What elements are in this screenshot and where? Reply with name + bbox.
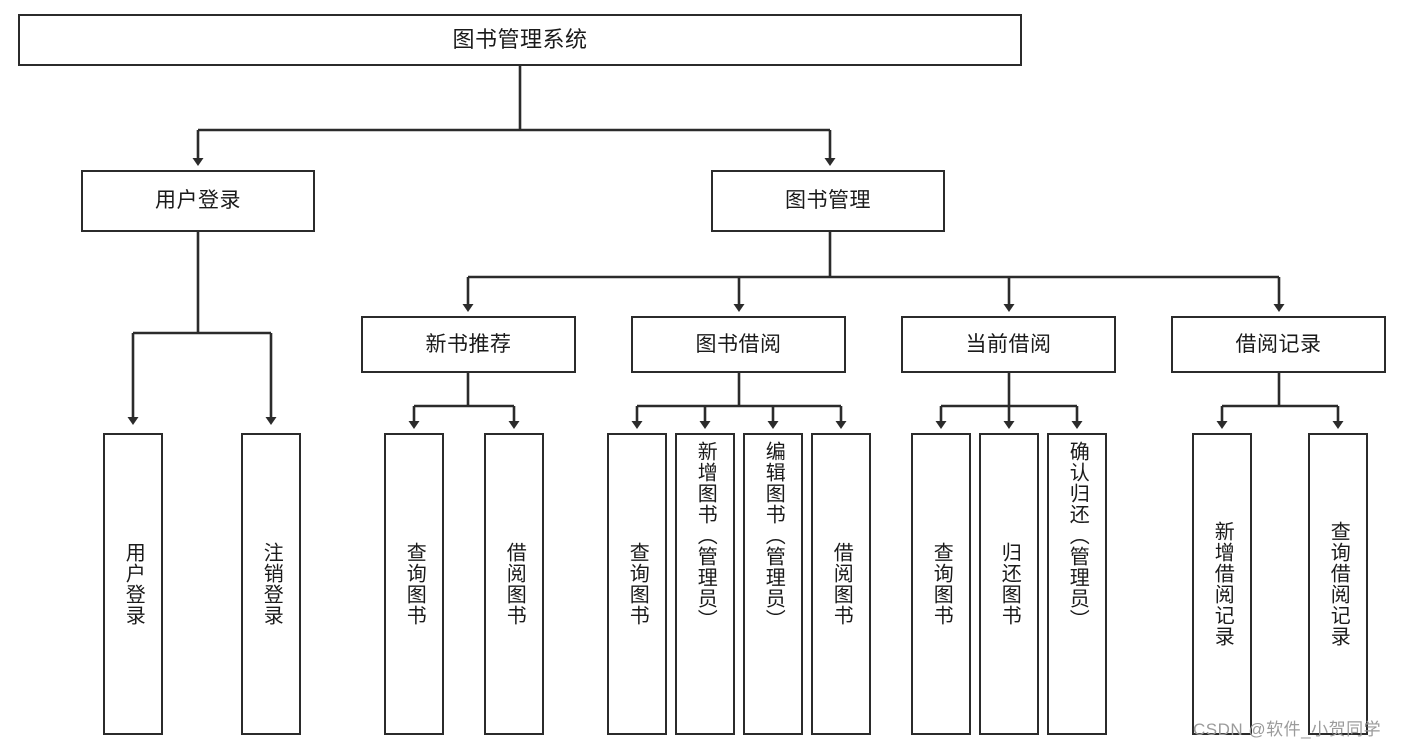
node-leaf-return-book-label: 归还图书 <box>998 542 1021 626</box>
node-new-book-recommend-label: 新书推荐 <box>425 332 512 356</box>
node-root-label: 图书管理系统 <box>452 26 588 52</box>
node-leaf-confirm-return-label: 确认归还（管理员） <box>1066 441 1089 630</box>
node-leaf-borrow-book-1[interactable]: 借阅图书 <box>484 433 544 735</box>
node-leaf-user-logout-label: 注销登录 <box>260 542 283 626</box>
node-leaf-edit-book[interactable]: 编辑图书（管理员） <box>743 433 803 735</box>
node-leaf-query-book-2[interactable]: 查询图书 <box>607 433 667 735</box>
node-leaf-query-book-1-label: 查询图书 <box>403 542 426 626</box>
node-book-manage[interactable]: 图书管理 <box>711 170 945 232</box>
node-leaf-borrow-book-1-label: 借阅图书 <box>503 542 526 626</box>
node-root[interactable]: 图书管理系统 <box>18 14 1022 66</box>
node-new-book-recommend[interactable]: 新书推荐 <box>361 316 576 373</box>
node-leaf-borrow-book-2[interactable]: 借阅图书 <box>811 433 871 735</box>
node-leaf-user-login-label: 用户登录 <box>122 542 145 626</box>
node-user-login[interactable]: 用户登录 <box>81 170 315 232</box>
node-leaf-add-book[interactable]: 新增图书（管理员） <box>675 433 735 735</box>
node-leaf-return-book[interactable]: 归还图书 <box>979 433 1039 735</box>
node-book-borrow[interactable]: 图书借阅 <box>631 316 846 373</box>
node-leaf-query-book-3[interactable]: 查询图书 <box>911 433 971 735</box>
node-borrow-record[interactable]: 借阅记录 <box>1171 316 1386 373</box>
node-leaf-add-record-label: 新增借阅记录 <box>1211 521 1234 647</box>
node-leaf-query-record[interactable]: 查询借阅记录 <box>1308 433 1368 735</box>
node-borrow-record-label: 借阅记录 <box>1235 332 1322 356</box>
node-leaf-edit-book-label: 编辑图书（管理员） <box>762 441 785 630</box>
node-book-borrow-label: 图书借阅 <box>695 332 782 356</box>
node-leaf-query-book-1[interactable]: 查询图书 <box>384 433 444 735</box>
node-leaf-query-record-label: 查询借阅记录 <box>1327 521 1350 647</box>
node-user-login-label: 用户登录 <box>155 189 241 213</box>
node-leaf-add-book-label: 新增图书（管理员） <box>694 441 717 630</box>
node-leaf-confirm-return[interactable]: 确认归还（管理员） <box>1047 433 1107 735</box>
node-book-manage-label: 图书管理 <box>785 189 871 213</box>
node-leaf-add-record[interactable]: 新增借阅记录 <box>1192 433 1252 735</box>
node-current-borrow-label: 当前借阅 <box>965 332 1052 356</box>
node-leaf-user-login[interactable]: 用户登录 <box>103 433 163 735</box>
node-leaf-query-book-3-label: 查询图书 <box>930 542 953 626</box>
csdn-watermark: CSDN @软件_小贺同学 <box>1193 720 1382 739</box>
node-leaf-user-logout[interactable]: 注销登录 <box>241 433 301 735</box>
node-leaf-borrow-book-2-label: 借阅图书 <box>830 542 853 626</box>
node-leaf-query-book-2-label: 查询图书 <box>626 542 649 626</box>
node-current-borrow[interactable]: 当前借阅 <box>901 316 1116 373</box>
